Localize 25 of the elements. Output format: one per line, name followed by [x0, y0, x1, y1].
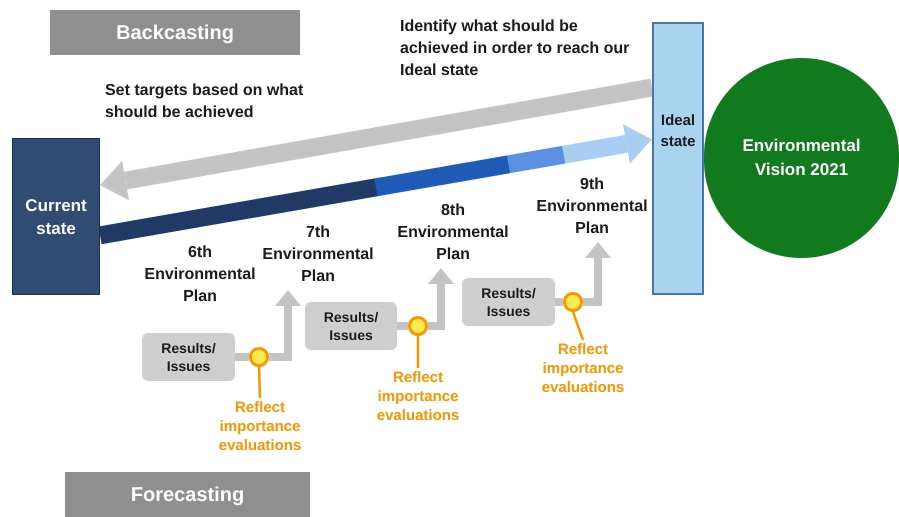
state-box: Current state: [12, 138, 100, 295]
arrow: [428, 268, 454, 330]
leader-line: [416, 336, 420, 368]
plan-label: 9th Environmental Plan: [530, 174, 654, 242]
leader-line: [572, 312, 584, 340]
section-banner: Backcasting: [50, 10, 300, 55]
state-box: Ideal state: [652, 22, 704, 295]
note-text: Reflect importance evaluations: [358, 368, 478, 428]
results-box: Results/ Issues: [305, 302, 397, 350]
annotation-text: Identify what should be achieved in order to reach our Ideal state: [400, 17, 630, 81]
plan-label: 8th Environmental Plan: [391, 200, 515, 268]
connector-line: [555, 298, 563, 306]
arrow: [583, 242, 611, 306]
section-banner: Forecasting: [65, 472, 310, 517]
note-text: Reflect importance evaluations: [200, 398, 320, 458]
note-text: Reflect importance evaluations: [523, 340, 643, 400]
connector-line: [235, 353, 249, 361]
arrow: [98, 124, 652, 244]
arrow: [269, 290, 301, 361]
connector-line: [397, 322, 408, 330]
results-box: Results/ Issues: [462, 278, 555, 326]
annotation-text: Set targets based on what should be achieved: [105, 81, 304, 123]
arrow: [100, 78, 654, 200]
results-box: Results/ Issues: [142, 333, 235, 381]
leader-line: [258, 366, 262, 398]
